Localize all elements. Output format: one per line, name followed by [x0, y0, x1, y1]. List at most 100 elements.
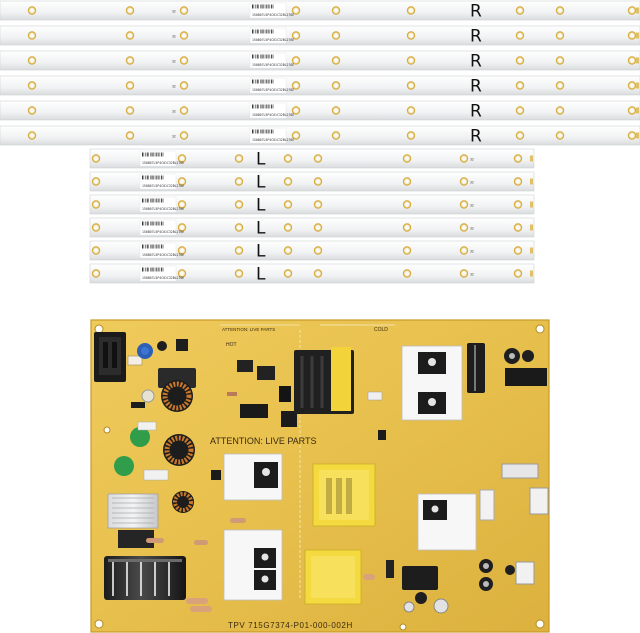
left-led-strip: 150807L5P4C01C32BL276E 32 L — [89, 171, 535, 193]
led-chip — [180, 225, 184, 230]
left-led-strip: 150807L5P4C01C32BL276E 32 L — [89, 217, 535, 239]
led-chip — [180, 202, 184, 207]
strip-size-text: 32 — [172, 10, 176, 14]
led-chip — [409, 133, 413, 138]
strip-body — [89, 217, 535, 238]
led-chip — [558, 8, 562, 13]
led-chip — [516, 202, 520, 207]
led-chip — [237, 248, 241, 253]
strip-side-marking: R — [470, 77, 482, 97]
led-chip — [286, 202, 290, 207]
power-supply-board: ATTENTION: LIVE PARTS ATTENTION: LIVE PA… — [90, 319, 550, 633]
cold-side-label: COLD — [374, 327, 388, 333]
strip-barcode-label: 150807L5P4C01C32BL276E — [249, 102, 294, 119]
strip-side-marking: L — [256, 173, 266, 193]
led-chip — [516, 179, 520, 184]
led-chip — [462, 202, 466, 207]
transformer-yellow-1 — [312, 463, 376, 527]
led-chip — [409, 33, 413, 38]
led-chip — [558, 58, 562, 63]
led-chip — [182, 83, 186, 88]
strip-side-marking: R — [470, 127, 482, 147]
led-chip — [182, 8, 186, 13]
led-chip — [462, 248, 466, 253]
strip-size-text: 32 — [470, 273, 474, 277]
strip-side-marking: L — [256, 196, 266, 216]
led-chip — [630, 8, 634, 13]
led-chip — [316, 156, 320, 161]
strip-id-text: 150807L5P4C01C32BL276E — [142, 253, 184, 257]
strip-barcode-label: 150807L5P4C01C32BL276E — [139, 173, 184, 190]
bridge-heatsink — [107, 493, 159, 548]
led-chip — [518, 133, 522, 138]
led-chip — [286, 225, 290, 230]
led-chip — [462, 225, 466, 230]
led-chip — [334, 108, 338, 113]
strip-barcode-label: 150807L5P4C01C32BL276E — [249, 2, 294, 19]
led-chip — [462, 179, 466, 184]
strip-body — [0, 50, 640, 71]
led-chip — [334, 133, 338, 138]
strip-id-text: 150807L5P4C01C32BL276E — [142, 230, 184, 234]
strip-barcode-label: 150807L5P4C01C32BL276E — [139, 265, 184, 282]
led-chip — [182, 133, 186, 138]
strip-size-text: 32 — [470, 181, 474, 185]
led-chip — [630, 108, 634, 113]
led-chip — [316, 179, 320, 184]
strip-side-marking: L — [256, 219, 266, 239]
led-chip — [518, 108, 522, 113]
strip-connector — [636, 107, 639, 114]
strip-size-text: 32 — [172, 110, 176, 114]
led-chip — [94, 156, 98, 161]
led-chip — [630, 33, 634, 38]
strip-size-text: 32 — [470, 227, 474, 231]
led-chip — [128, 133, 132, 138]
strip-body — [0, 100, 640, 121]
led-chip — [94, 202, 98, 207]
led-chip — [558, 83, 562, 88]
strip-size-text: 32 — [470, 158, 474, 162]
strip-barcode-label: 150807L5P4C01C32BL276E — [249, 77, 294, 94]
led-chip — [286, 271, 290, 276]
led-chip — [128, 33, 132, 38]
strip-body — [0, 125, 640, 146]
heatsink-block-3 — [401, 345, 463, 421]
led-chip — [334, 83, 338, 88]
strip-body — [89, 263, 535, 284]
led-chip — [180, 248, 184, 253]
led-chip — [409, 83, 413, 88]
strip-id-text: 150807L5P4C01C32BL276E — [142, 161, 184, 165]
strip-side-marking: L — [256, 242, 266, 262]
led-chip — [316, 248, 320, 253]
strip-connector — [530, 201, 533, 208]
led-chip — [294, 33, 298, 38]
led-chip — [94, 179, 98, 184]
led-chip — [518, 33, 522, 38]
led-chip — [516, 248, 520, 253]
strip-id-text: 150807L5P4C01C32BL276E — [252, 113, 294, 117]
left-led-strips: 150807L5P4C01C32BL276E32L150807L5P4C01C3… — [89, 148, 535, 285]
led-chip — [630, 83, 634, 88]
led-chip — [409, 8, 413, 13]
led-chip — [30, 8, 34, 13]
led-chip — [630, 133, 634, 138]
strip-side-marking: R — [470, 2, 482, 22]
strip-barcode-label: 150807L5P4C01C32BL276E — [139, 219, 184, 236]
led-chip — [516, 271, 520, 276]
led-chip — [286, 248, 290, 253]
bulk-capacitor-bank — [104, 556, 186, 600]
board-part-number: TPV 715G7374-P01-000-002H — [228, 621, 353, 630]
led-chip — [237, 156, 241, 161]
strip-id-text: 150807L5P4C01C32BL276E — [142, 276, 184, 280]
led-chip — [462, 156, 466, 161]
common-mode-choke-1 — [158, 368, 196, 412]
main-transformer — [294, 347, 354, 414]
strip-size-text: 32 — [470, 204, 474, 208]
led-chip — [518, 58, 522, 63]
